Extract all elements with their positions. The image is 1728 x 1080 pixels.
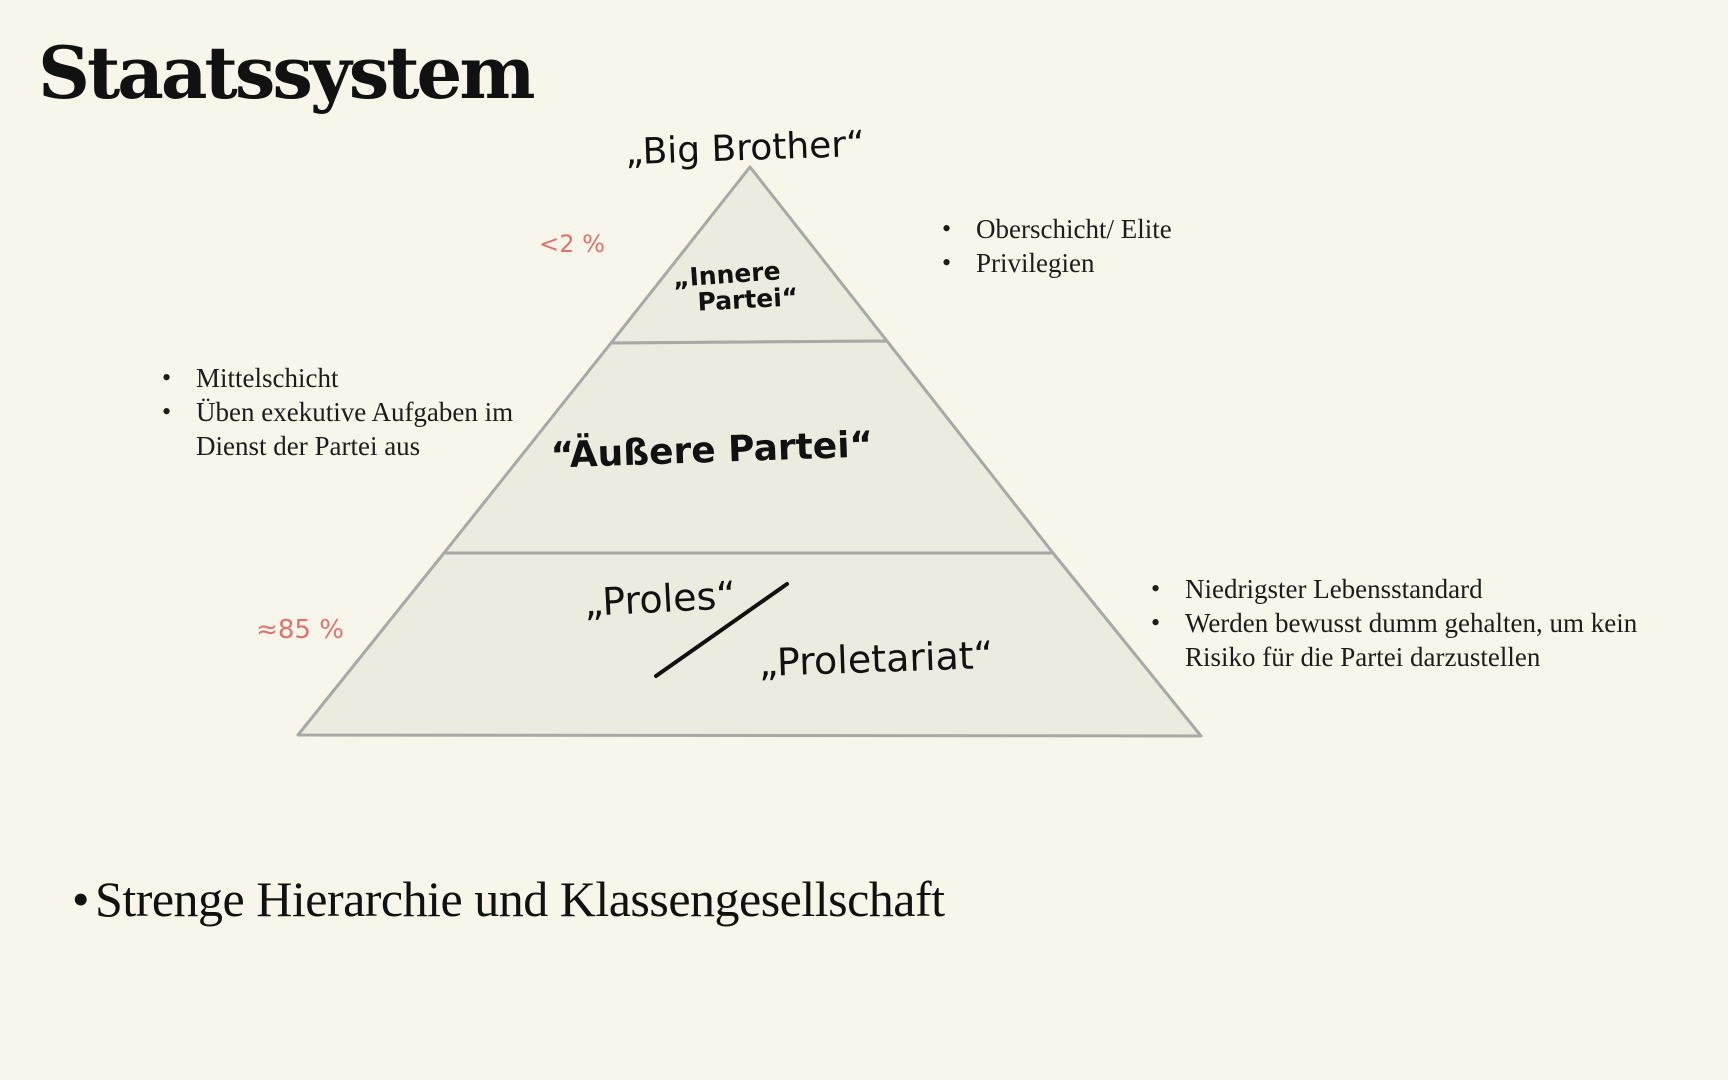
pyramid-tier-proles	[296, 551, 1203, 738]
percent-inner-party: <2 %	[539, 230, 605, 258]
apex-label-big-brother: „Big Brother“	[624, 124, 865, 173]
notes-upper-class: Oberschicht/ Elite Privilegien	[942, 212, 1172, 280]
note-item: Privilegien	[942, 246, 1172, 280]
note-item: Üben exekutive Aufgaben im Dienst der Pa…	[162, 395, 516, 463]
summary-statement: •Strenge Hierarchie und Klassengesellsch…	[72, 870, 945, 928]
percent-proles: ≈85 %	[256, 615, 344, 645]
note-item: Oberschicht/ Elite	[942, 212, 1172, 246]
summary-text: Strenge Hierarchie und Klassengesellscha…	[95, 871, 945, 927]
note-item: Werden bewusst dumm gehalten, um kein Ri…	[1151, 606, 1665, 674]
inner-party-label-line-2: Partei“	[697, 282, 799, 316]
proles-label: „Proles“	[583, 573, 737, 625]
proles-proletariat-slash	[654, 582, 789, 678]
note-item: Niedrigster Lebensstandard	[1151, 572, 1665, 606]
proletariat-label: „Proletariat“	[758, 633, 994, 685]
pyramid-tier-inner-party	[609, 165, 889, 345]
note-item: Mittelschicht	[162, 361, 516, 395]
notes-middle-class: Mittelschicht Üben exekutive Aufgaben im…	[162, 361, 516, 463]
page-title: Staatssystem	[38, 30, 536, 115]
summary-bullet: •	[72, 871, 90, 927]
notes-lower-class: Niedrigster Lebensstandard Werden bewuss…	[1151, 572, 1665, 674]
